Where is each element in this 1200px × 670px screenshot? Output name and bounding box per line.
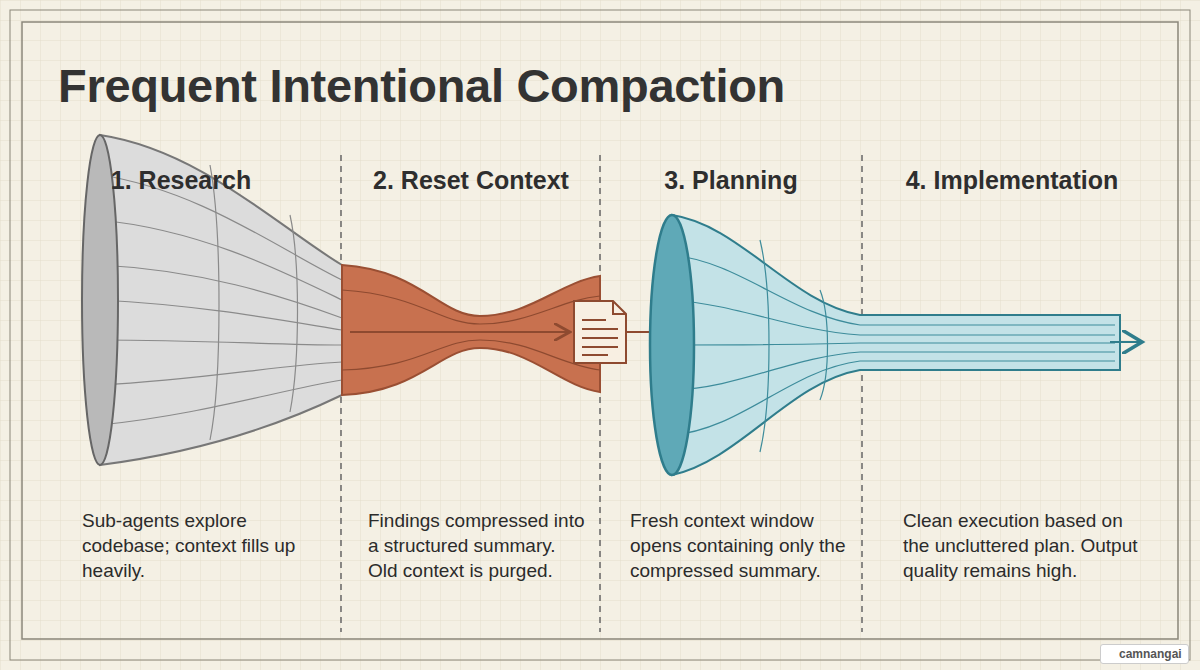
watermark: camnangai <box>1100 644 1189 664</box>
column-description: Sub-agents explore codebase; context fil… <box>82 508 322 583</box>
diagram-title: Frequent Intentional Compaction <box>58 58 785 113</box>
column-heading: 3. Planning <box>602 166 860 195</box>
column-description: Findings compressed into a structured su… <box>368 508 590 583</box>
column-heading: 2. Reset Context <box>342 166 600 195</box>
compression-neck <box>342 265 600 395</box>
column-description: Clean execution based on the uncluttered… <box>903 508 1143 583</box>
planning-funnel <box>650 215 1140 475</box>
column-heading: 1. Research <box>22 166 340 195</box>
outer-frame <box>10 10 1190 660</box>
column-heading: 4. Implementation <box>864 166 1160 195</box>
inner-frame <box>22 22 1178 639</box>
column-description: Fresh context window opens containing on… <box>630 508 852 583</box>
